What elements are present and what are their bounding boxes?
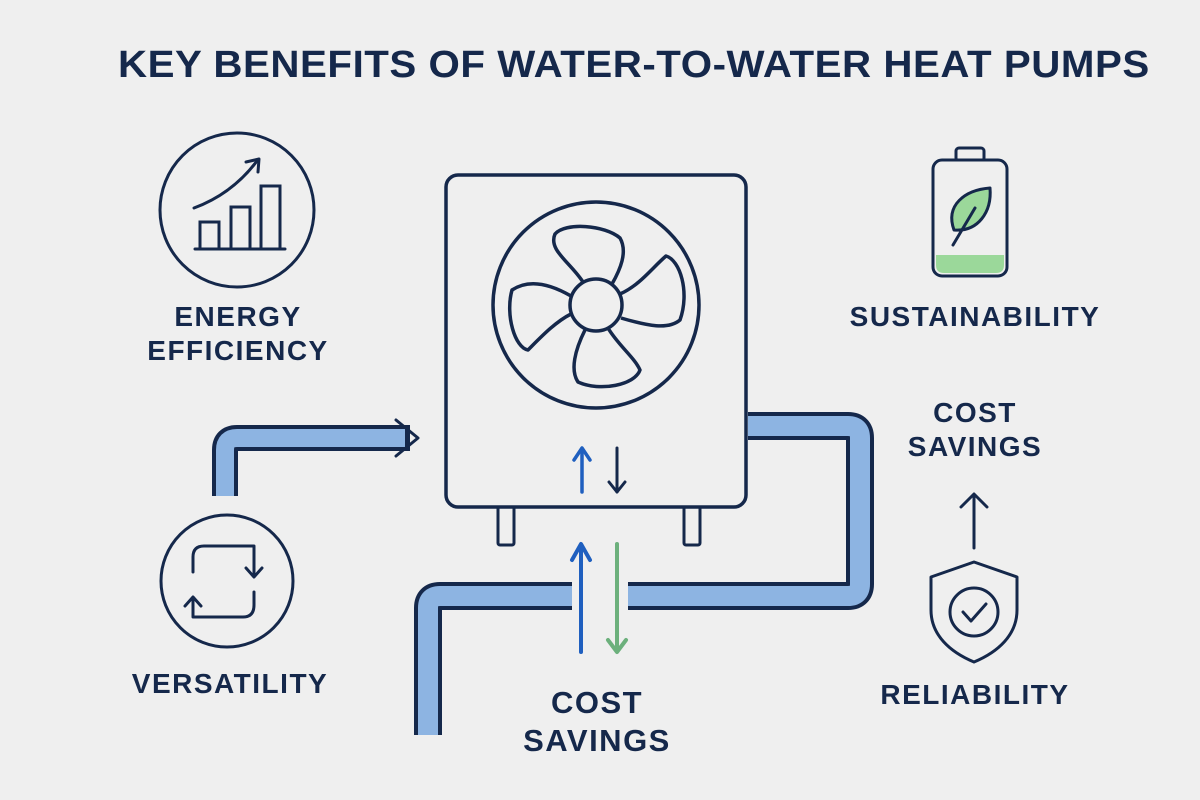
shield-check-icon: [929, 560, 1019, 664]
cost-savings-bottom-line1: COST: [550, 685, 644, 720]
arrow-up-icon: [959, 492, 989, 550]
heat-pump-unit: [444, 173, 748, 547]
cost-savings-bottom-line2: SAVINGS: [523, 723, 671, 758]
energy-efficiency-line1: ENERGY: [174, 301, 302, 332]
energy-efficiency-label: ENERGY EFFICIENCY: [138, 300, 338, 368]
sustainability-label: SUSTAINABILITY: [849, 301, 1101, 332]
cost-savings-bottom-label: COST SAVINGS: [497, 684, 697, 760]
flow-arrows-icon: [570, 542, 628, 654]
inlet-pipe: [212, 418, 420, 496]
energy-efficiency-line2: EFFICIENCY: [147, 335, 329, 366]
battery-leaf-icon: [931, 146, 1009, 278]
cost-savings-right-line1: COST: [933, 397, 1017, 428]
return-pipe: [414, 412, 874, 735]
cost-savings-right-label: COST SAVINGS: [875, 396, 1075, 464]
page-title: KEY BENEFITS OF WATER-TO-WATER HEAT PUMP…: [118, 44, 1150, 86]
exchange-arrows-icon: [572, 446, 627, 494]
cycle-arrows-icon: [159, 513, 295, 649]
cost-savings-right-line2: SAVINGS: [907, 431, 1043, 462]
growth-chart-icon: [158, 131, 316, 289]
versatility-label: VERSATILITY: [131, 668, 329, 699]
fan-icon: [491, 200, 701, 410]
reliability-label: RELIABILITY: [880, 679, 1070, 710]
